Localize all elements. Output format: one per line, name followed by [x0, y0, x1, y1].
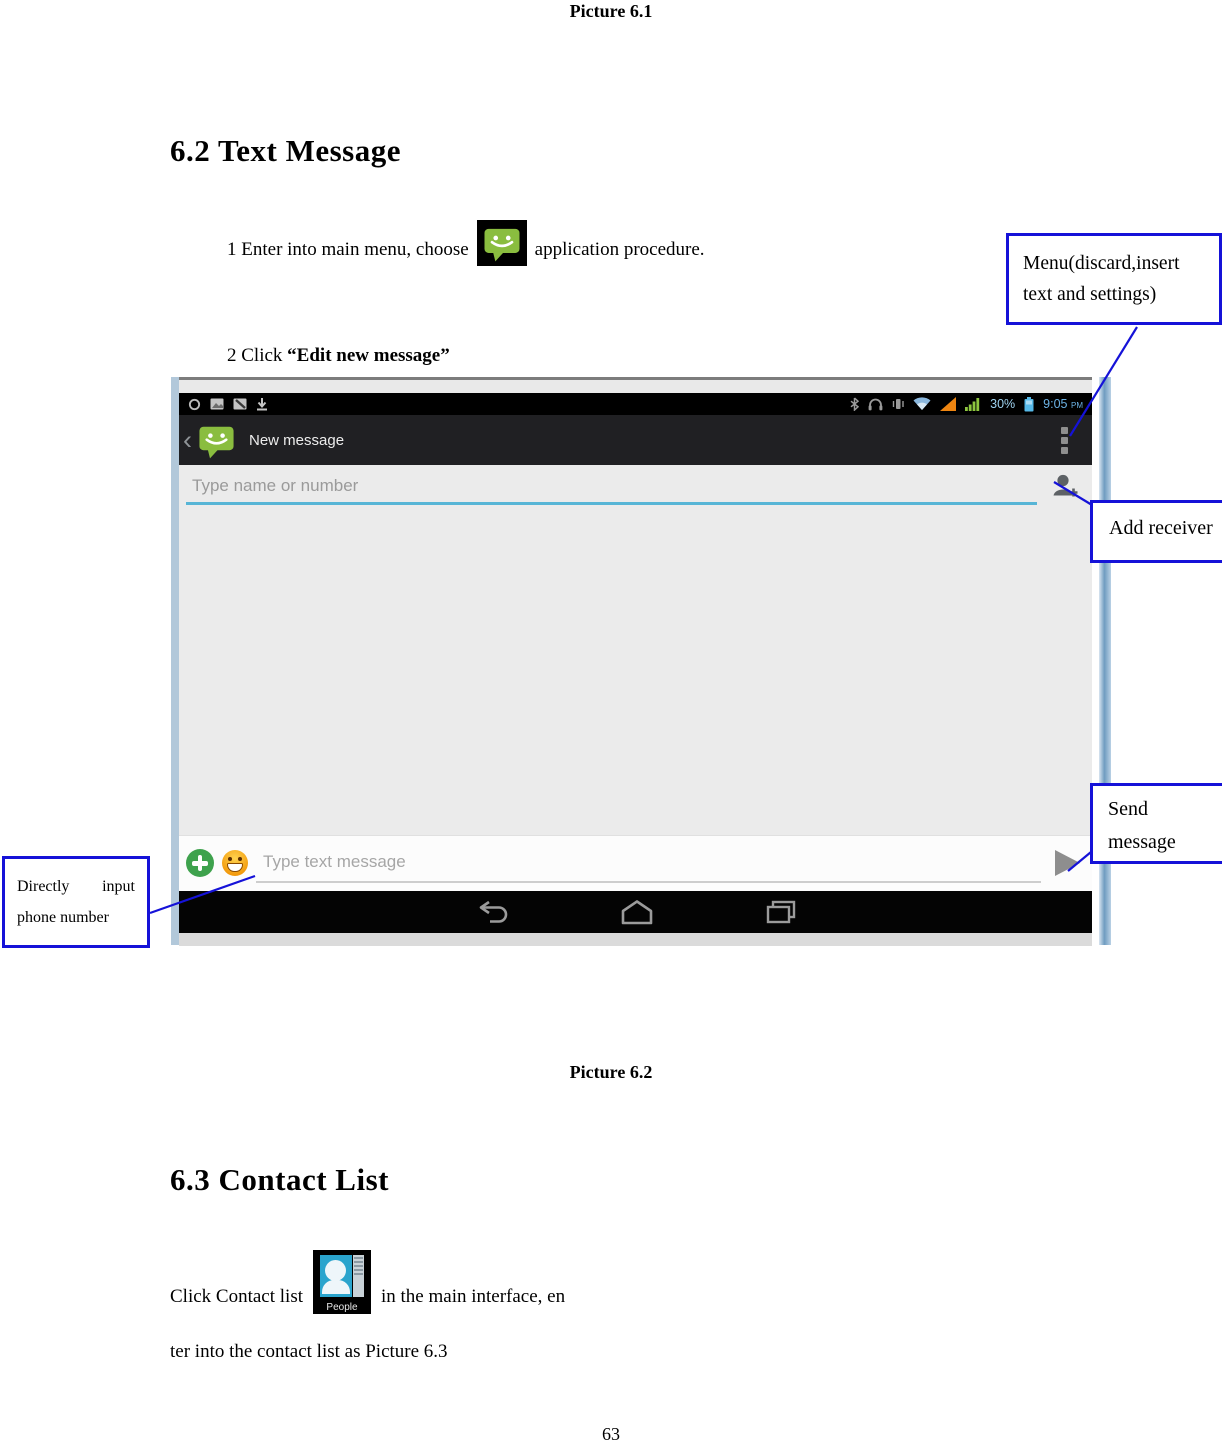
recipient-input[interactable]: Type name or number	[192, 476, 359, 495]
section-heading-6-2: 6.2 Text Message	[170, 133, 402, 168]
callout-direct-line1: Directly input	[17, 878, 135, 895]
messenger-icon[interactable]	[195, 420, 238, 461]
signal-strength-icon-green	[965, 398, 980, 411]
wifi-icon	[913, 397, 931, 410]
screenshot-notification-icon	[210, 398, 224, 410]
contact-list-line2: ter into the contact list as Picture 6.3	[170, 1341, 448, 1362]
battery-percent-label: 30%	[990, 397, 1016, 411]
add-contact-icon[interactable]	[1050, 472, 1079, 506]
contact-line1-suffix: in the main interface, en	[381, 1286, 566, 1307]
capture-notification-icon	[233, 398, 247, 410]
people-app-label: People	[326, 1302, 358, 1313]
screenshot-bottom-strip	[179, 933, 1092, 946]
page-title: New message	[249, 431, 345, 449]
step2-line: 2 Click “Edit new message”	[227, 345, 450, 367]
message-input-underline	[256, 881, 1041, 883]
callout-menu: Menu(discard,insert text and settings)	[1006, 233, 1222, 325]
send-icon[interactable]	[1055, 850, 1080, 876]
step2-text-prefix: 2 Click	[227, 345, 288, 366]
step1-text-suffix: application procedure.	[534, 239, 705, 260]
step1-line: 1 Enter into main menu, choose applicati…	[227, 220, 705, 266]
messaging-app-icon	[476, 220, 527, 266]
callout-send-line1: Send	[1108, 798, 1148, 820]
screenshot-picture-6-2: 30% 9:05 PM ‹	[171, 377, 1111, 946]
nav-recents-icon[interactable]	[764, 899, 798, 925]
callout-direct-line2: phone number	[17, 909, 109, 926]
people-app-icon: People	[313, 1250, 371, 1314]
clock-label: 9:05 PM	[1043, 397, 1083, 411]
android-screen: 30% 9:05 PM ‹	[179, 393, 1092, 946]
step2-text-emphasis: “Edit new message”	[287, 345, 450, 366]
contact-line1-prefix: Click Contact list	[170, 1286, 303, 1307]
overflow-menu-icon[interactable]	[1061, 427, 1068, 457]
status-bar: 30% 9:05 PM	[179, 393, 1092, 415]
back-chevron-icon[interactable]: ‹	[183, 425, 192, 455]
nav-back-icon[interactable]	[476, 899, 510, 925]
section-heading-6-3: 6.3 Contact List	[170, 1162, 389, 1197]
contact-list-line1: Click Contact list People in the main in…	[170, 1250, 565, 1314]
emoji-icon[interactable]	[222, 850, 248, 876]
message-content-area: Type name or number	[179, 465, 1092, 835]
vibrate-icon	[892, 399, 904, 409]
caption-picture-6-2: Picture 6.2	[569, 1062, 653, 1082]
headset-icon	[868, 398, 883, 411]
callout-send-message: Send message	[1090, 783, 1222, 864]
nav-home-icon[interactable]	[619, 899, 655, 925]
step1-text-prefix: 1 Enter into main menu, choose	[227, 239, 469, 260]
screenshot-left-edge	[171, 377, 179, 945]
action-bar: ‹ New message	[179, 415, 1092, 465]
compose-bar: Type text message	[179, 835, 1092, 891]
callout-add-receiver: Add receiver	[1090, 500, 1222, 563]
page-number: 63	[602, 1424, 620, 1444]
navigation-bar	[179, 891, 1092, 933]
alarm-icon	[188, 398, 201, 410]
attach-plus-icon[interactable]	[186, 849, 214, 877]
recipient-input-underline	[186, 502, 1037, 505]
callout-add-receiver-text: Add receiver	[1109, 517, 1213, 539]
callout-send-line2: message	[1108, 831, 1176, 853]
bluetooth-icon	[850, 397, 860, 411]
callout-menu-line1: Menu(discard,insert	[1023, 253, 1180, 274]
signal-strength-icon-orange	[940, 397, 957, 411]
battery-icon	[1024, 396, 1034, 411]
caption-picture-6-1: Picture 6.1	[569, 1, 653, 21]
screenshot-top-edge	[179, 377, 1092, 393]
callout-direct-input: Directly input phone number	[2, 856, 150, 948]
callout-menu-line2: text and settings)	[1023, 284, 1157, 305]
download-icon	[257, 397, 267, 410]
message-text-input[interactable]: Type text message	[263, 852, 406, 871]
sms-bubble-icon	[484, 228, 520, 262]
